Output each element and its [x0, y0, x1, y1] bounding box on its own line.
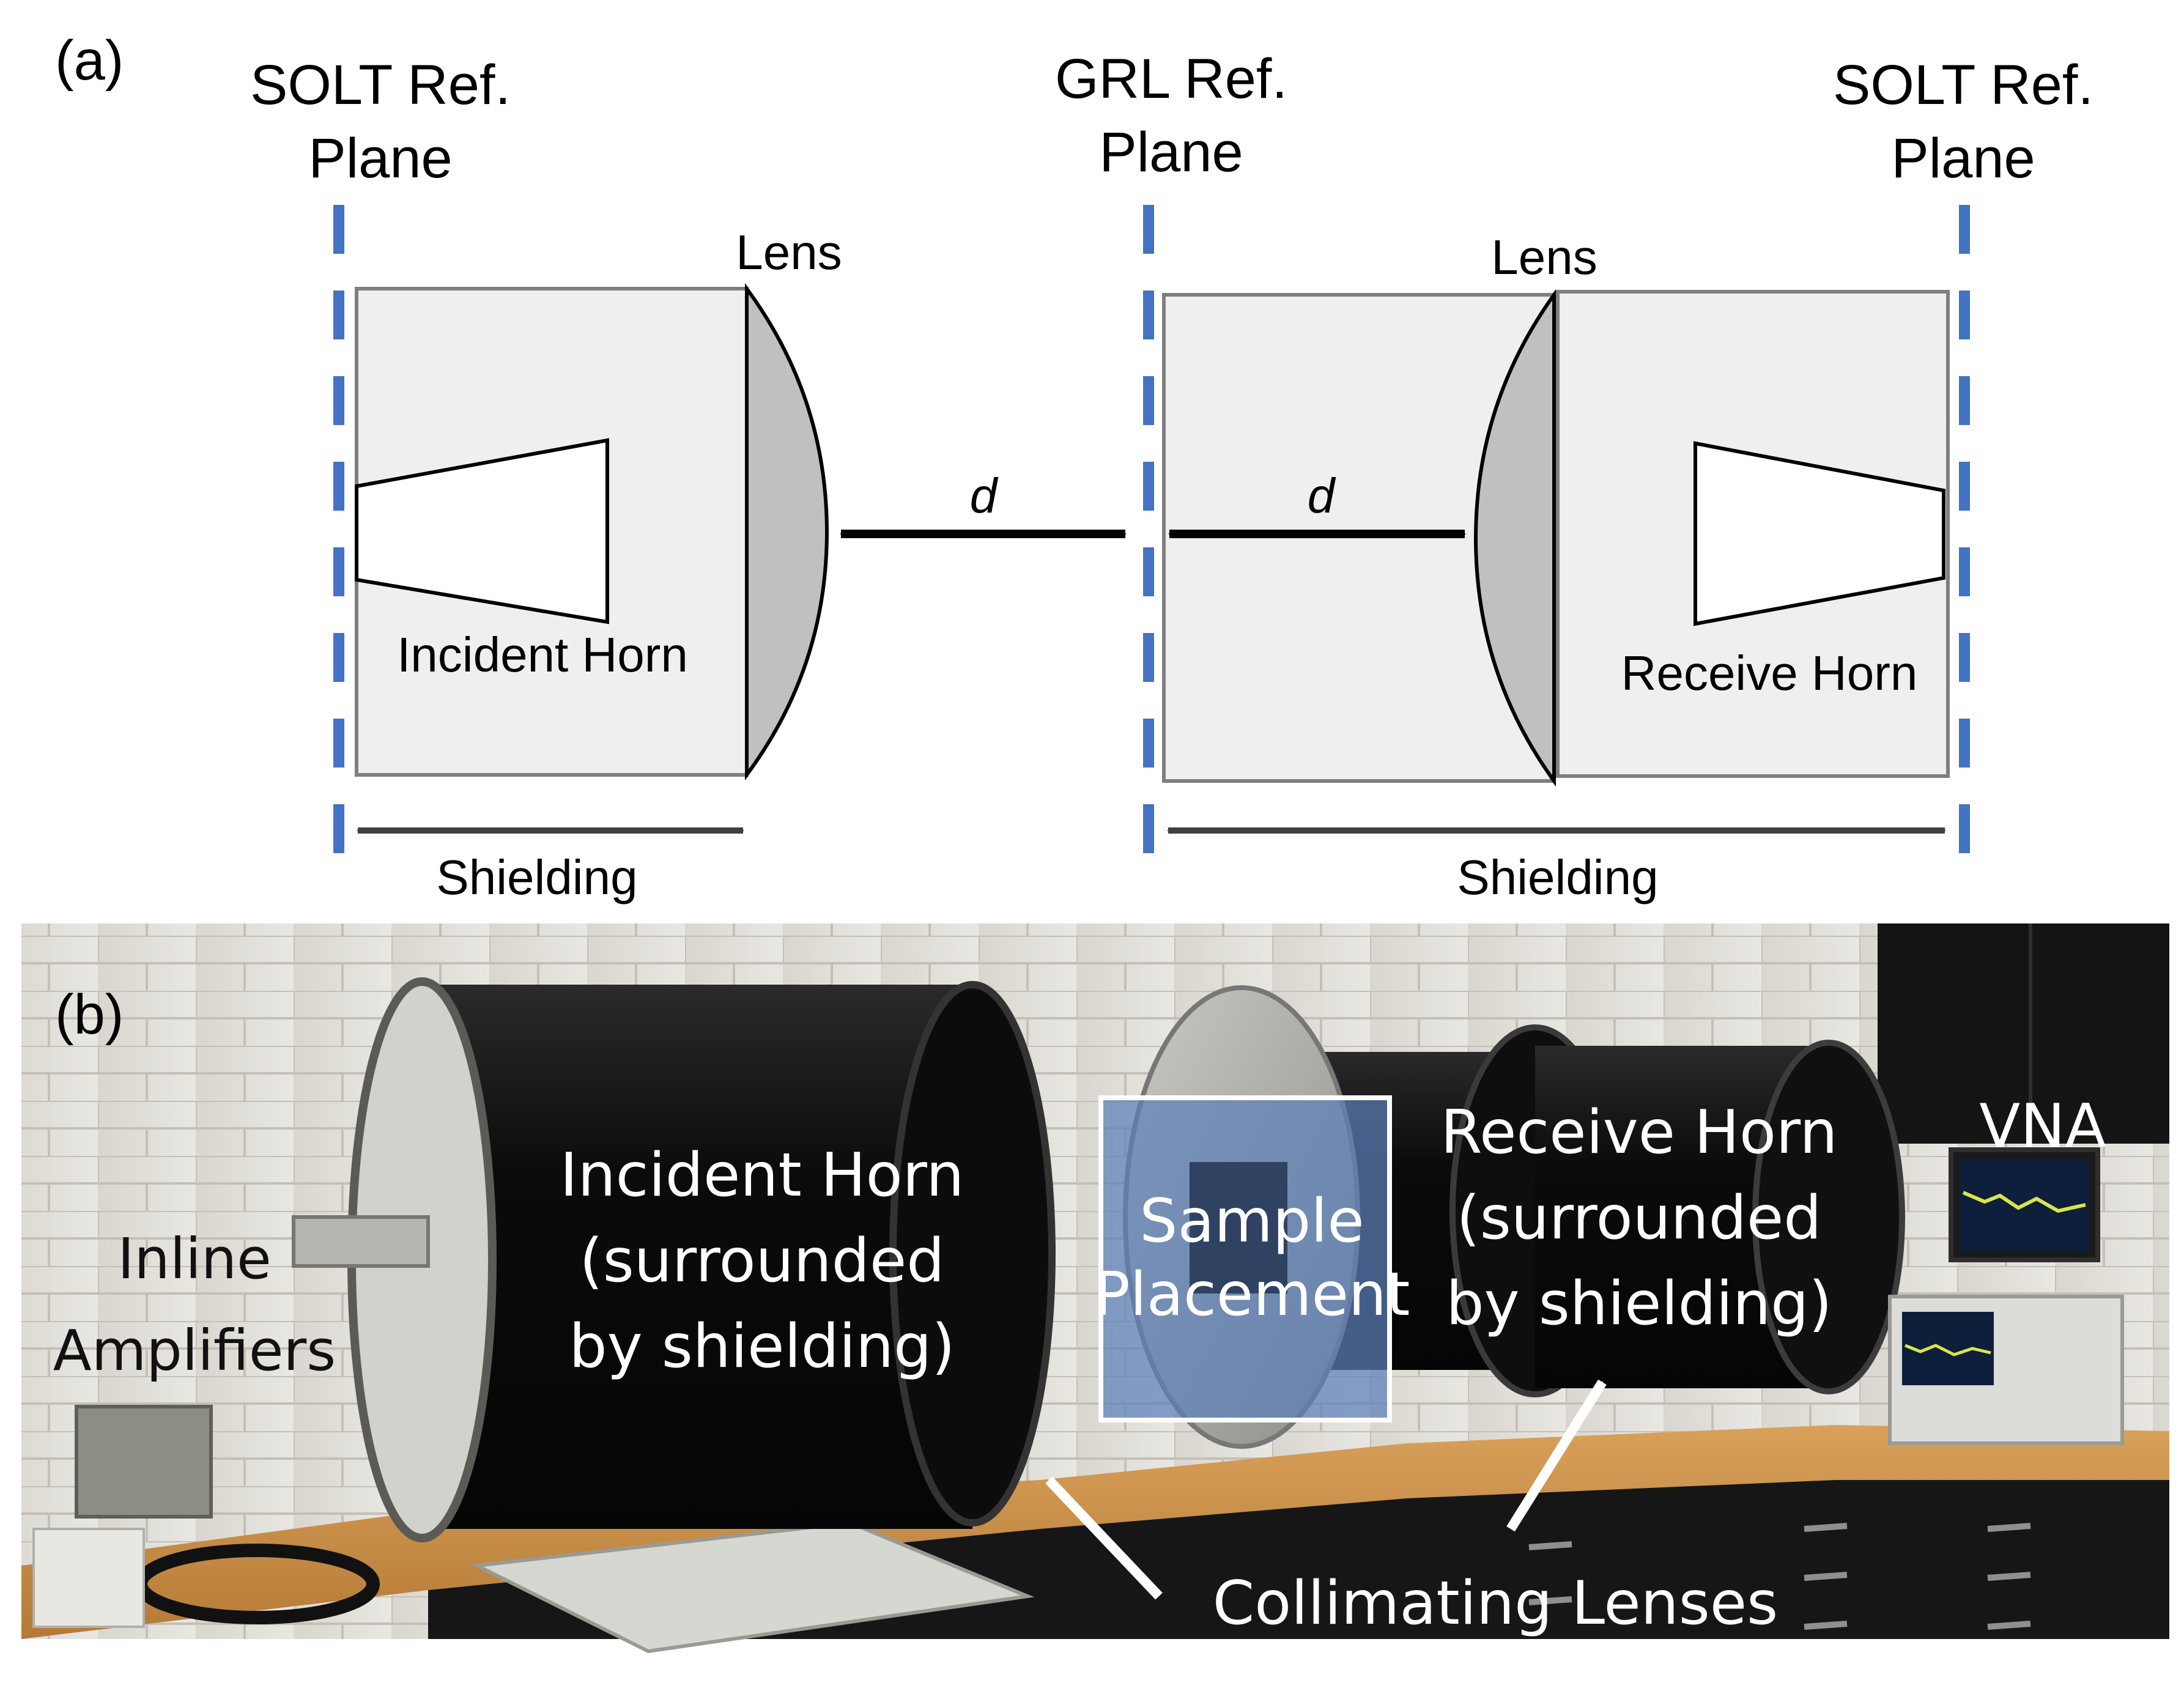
receive-horn-photo-label-line2: (surrounded: [1457, 1183, 1822, 1253]
lens-pointer-arrow-right: [1506, 1379, 1607, 1532]
grl-label-line1: GRL Ref.: [1055, 48, 1287, 110]
receive-horn-label: Receive Horn: [1621, 646, 1918, 700]
lens-left: [745, 283, 829, 781]
panel-a-tag: (a): [55, 29, 124, 92]
receive-horn-photo-label-line1: Receive Horn: [1440, 1098, 1837, 1167]
panel-b-tag: (b): [55, 983, 124, 1046]
solt-right-label-line2: Plane: [1891, 127, 2035, 190]
upper-cabinet: [1878, 923, 2169, 1144]
receive-horn-shape: [1694, 441, 1945, 626]
sample-placement-label-line2: Placement: [1094, 1260, 1410, 1330]
workbench-top: [21, 1425, 2169, 1639]
incident-horn-label: Incident Horn: [397, 627, 688, 682]
lens-pointer-arrow-left: [1045, 1476, 1163, 1600]
drawer-cabinets: [428, 1480, 2169, 1679]
incident-horn-photo-label-line1: Incident Horn: [560, 1141, 964, 1210]
incident-horn-shape: [355, 438, 609, 624]
incident-horn-photo-label-line3: by shielding): [569, 1312, 955, 1382]
panel-b-photo: (b) Inline Amplifiers Incident Horn (sur…: [21, 923, 2169, 1679]
shielding-label-right: Shielding: [1457, 850, 1658, 905]
solt-left-label-line1: SOLT Ref.: [250, 54, 511, 116]
incident-cylinder: [422, 985, 972, 1529]
collimating-lenses-label: Collimating Lenses: [1213, 1569, 1778, 1638]
shielding-label-left: Shielding: [436, 850, 637, 905]
inline-amplifiers-label-line1: Inline: [117, 1226, 271, 1292]
inline-amplifier-box: [75, 1405, 213, 1519]
inline-amplifiers-label-line2: Amplifiers: [53, 1318, 336, 1383]
lens-right-label: Lens: [1491, 230, 1597, 284]
sample-placement-label-line1: Sample: [1139, 1186, 1364, 1256]
solt-right-label-line1: SOLT Ref.: [1833, 54, 2093, 116]
incident-horn-photo-label-line2: (surrounded: [580, 1226, 945, 1296]
lens-left-label: Lens: [736, 225, 842, 279]
vna-label: VNA: [1979, 1092, 2106, 1161]
receive-horn-photo-label-line3: by shielding): [1446, 1269, 1832, 1339]
grl-label-line2: Plane: [1099, 121, 1243, 183]
panel-a-schematic: (a) SOLT Ref. Plane GRL Ref. Plane SOLT …: [55, 29, 2093, 905]
solt-left-label-line2: Plane: [308, 127, 452, 190]
d-label-left: d: [970, 468, 999, 523]
d-label-right: d: [1308, 468, 1336, 523]
amplifier-bracket: [292, 1215, 430, 1268]
lens-right: [1473, 289, 1556, 787]
absorber-plate: [470, 1520, 1035, 1654]
